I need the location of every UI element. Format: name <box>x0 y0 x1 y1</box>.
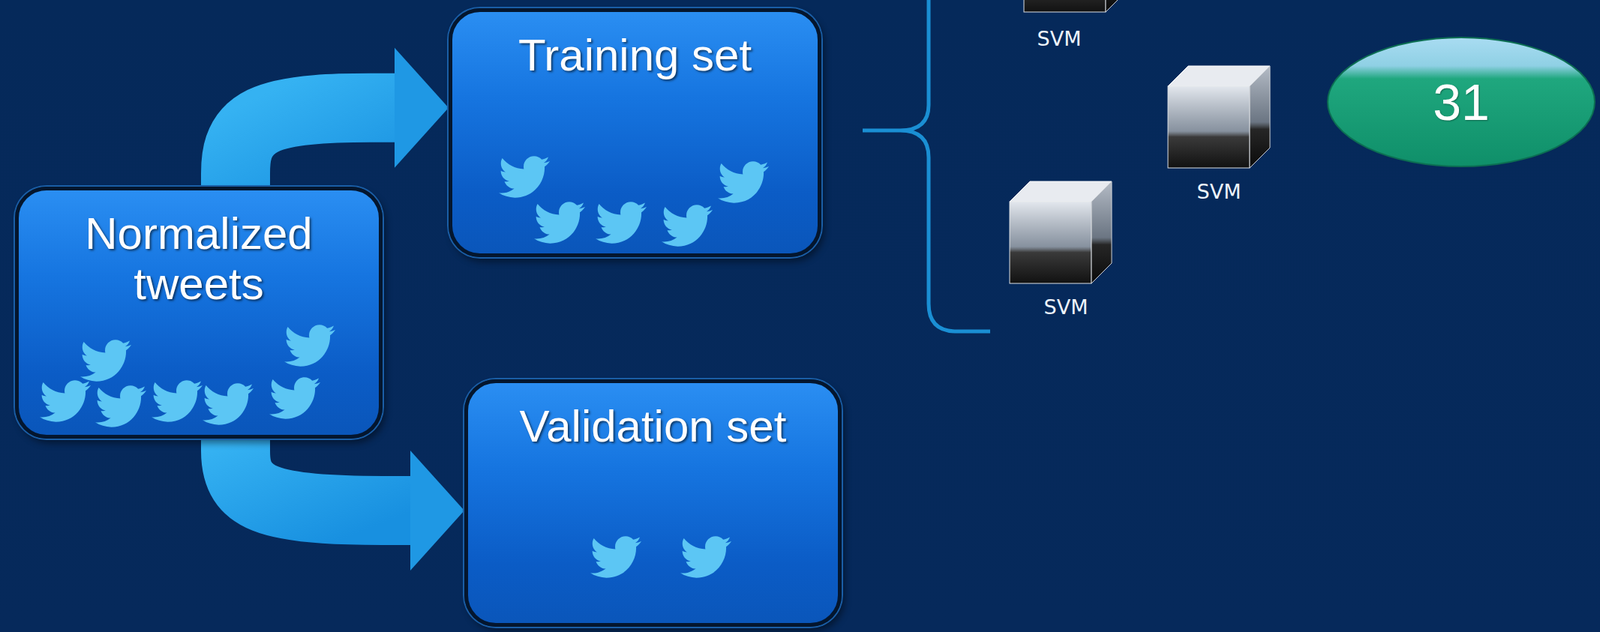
bird-icon <box>269 377 321 419</box>
box-title: Normalized tweets <box>48 208 349 310</box>
bird-icon <box>284 324 336 367</box>
curly-bracket <box>862 0 991 332</box>
process-box: Normalized tweets <box>15 186 383 439</box>
svm-cube <box>1167 66 1270 169</box>
bird-icon <box>534 201 586 244</box>
box-title: Training set <box>518 30 752 81</box>
bird-icon <box>95 385 147 427</box>
bird-icon <box>680 536 732 578</box>
result-number: 31 <box>1432 73 1490 131</box>
arrow-shaft <box>235 438 414 511</box>
bird-icon <box>80 339 132 382</box>
arrow-shaft <box>235 108 398 187</box>
arrow-head <box>394 48 449 169</box>
model-label: SVM <box>1197 180 1242 204</box>
flow-arrow <box>235 48 449 187</box>
bird-icon <box>498 156 550 198</box>
process-box: Training set <box>448 8 822 258</box>
bird-icon <box>39 380 91 422</box>
bird-icon <box>590 536 642 578</box>
bird-icon <box>661 204 713 247</box>
svm-cube <box>1023 0 1126 13</box>
box-title: Validation set <box>519 401 787 452</box>
bird-icon <box>717 161 769 203</box>
result-ellipse: 31 <box>1326 36 1597 169</box>
ellipse-shape <box>1327 37 1595 167</box>
model-label: SVM <box>1044 295 1089 319</box>
model-label: SVM <box>1037 27 1082 51</box>
svm-cube <box>1009 181 1112 284</box>
process-box: Validation set <box>464 379 842 628</box>
bird-icon <box>595 201 647 244</box>
arrow-head <box>410 450 465 571</box>
bird-icon <box>202 383 254 425</box>
flow-arrow <box>235 438 465 571</box>
bird-icon <box>151 380 203 422</box>
